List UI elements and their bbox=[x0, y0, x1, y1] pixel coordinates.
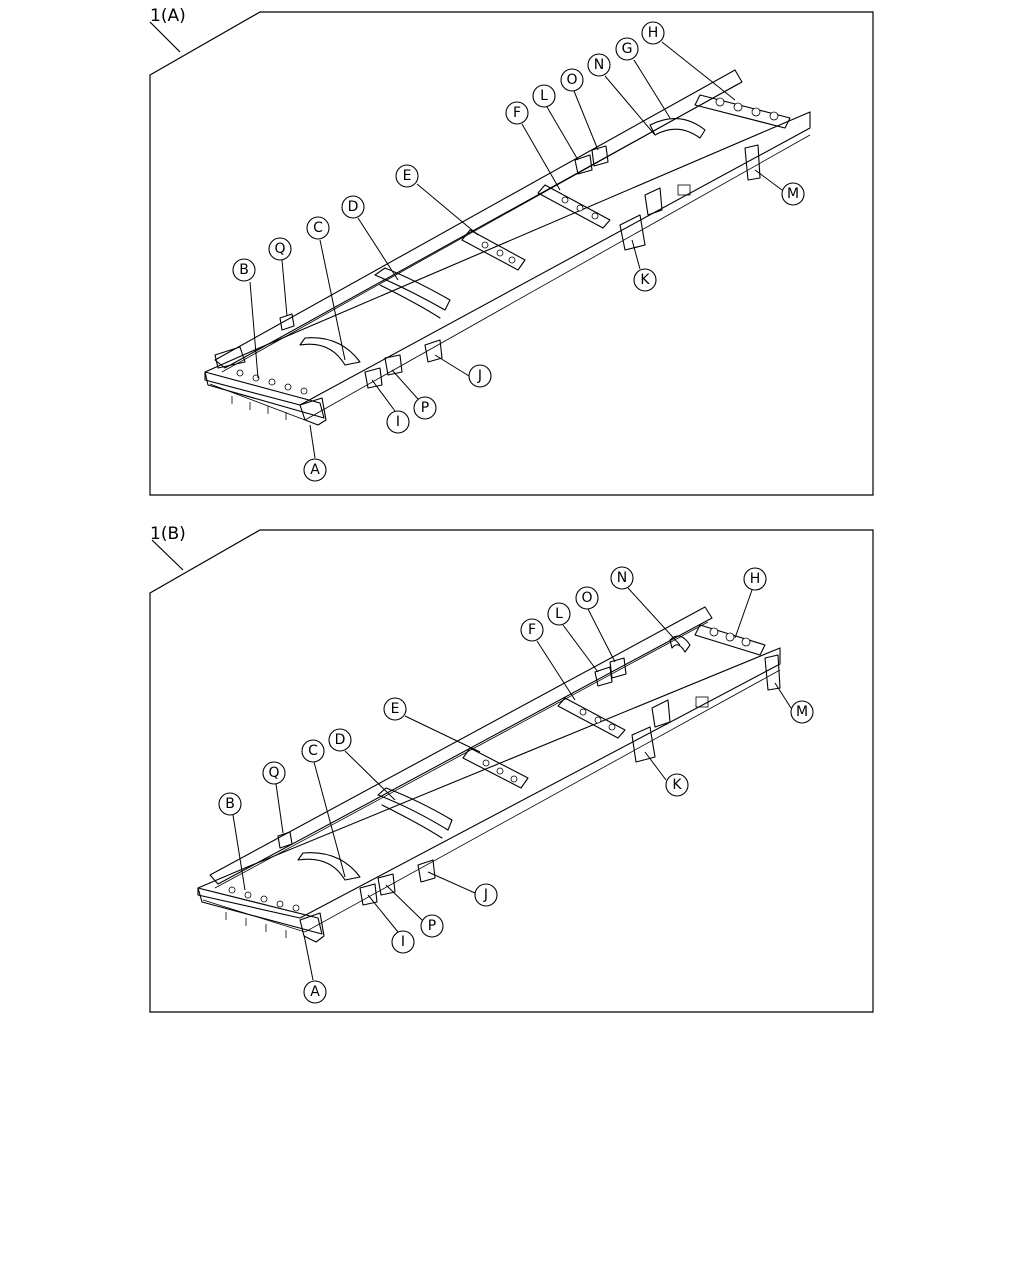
svg-text:M: M bbox=[796, 704, 808, 720]
callout-i: I bbox=[367, 894, 415, 954]
callout-p: P bbox=[385, 884, 444, 938]
callout-m: M bbox=[754, 169, 805, 206]
callout-a: A bbox=[303, 934, 327, 1004]
svg-text:C: C bbox=[313, 220, 323, 236]
callout-a: A bbox=[303, 424, 327, 482]
svg-text:K: K bbox=[672, 777, 682, 793]
svg-text:E: E bbox=[391, 701, 400, 717]
callout-e: E bbox=[383, 697, 481, 753]
svg-text:Q: Q bbox=[274, 241, 285, 257]
panel-b-border bbox=[149, 529, 874, 1013]
svg-text:F: F bbox=[528, 622, 536, 638]
callout-o: O bbox=[575, 586, 616, 663]
svg-text:N: N bbox=[594, 57, 604, 73]
svg-text:H: H bbox=[648, 25, 659, 41]
svg-text:L: L bbox=[555, 606, 563, 622]
callout-m: M bbox=[774, 682, 814, 724]
panel-b-title: 1(B) bbox=[150, 524, 186, 544]
panel-b-frame-drawing bbox=[197, 606, 781, 943]
svg-text:D: D bbox=[335, 732, 346, 748]
callout-b: B bbox=[232, 258, 259, 379]
svg-text:F: F bbox=[513, 105, 521, 121]
callout-e: E bbox=[395, 164, 479, 236]
callout-k: K bbox=[644, 751, 689, 797]
callout-o: O bbox=[560, 68, 599, 151]
callout-c: C bbox=[301, 739, 346, 878]
svg-text:E: E bbox=[403, 168, 412, 184]
callout-d: D bbox=[328, 728, 396, 801]
callout-d: D bbox=[341, 195, 399, 281]
svg-text:K: K bbox=[640, 272, 650, 288]
svg-text:P: P bbox=[428, 918, 436, 934]
callout-f: F bbox=[505, 101, 561, 191]
svg-text:C: C bbox=[308, 743, 318, 759]
svg-text:M: M bbox=[787, 186, 799, 202]
svg-text:B: B bbox=[239, 262, 249, 278]
callout-l: L bbox=[532, 84, 579, 161]
panel-a: 1(A) bbox=[149, 6, 874, 496]
svg-text:B: B bbox=[225, 796, 235, 812]
svg-text:O: O bbox=[566, 72, 577, 88]
panel-b: 1(B) bbox=[149, 524, 874, 1013]
callout-j: J bbox=[434, 354, 492, 388]
callout-q: Q bbox=[262, 761, 286, 834]
callout-i: I bbox=[371, 379, 410, 434]
svg-text:A: A bbox=[310, 984, 320, 1000]
svg-text:L: L bbox=[540, 88, 548, 104]
callout-p: P bbox=[391, 369, 437, 420]
callout-j: J bbox=[427, 871, 498, 907]
panel-b-callouts: A B C D E F H I J K L M N O P Q bbox=[218, 566, 814, 1004]
callout-h: H bbox=[641, 21, 736, 101]
svg-text:J: J bbox=[477, 368, 482, 384]
svg-text:P: P bbox=[421, 400, 429, 416]
callout-c: C bbox=[306, 216, 346, 361]
panel-a-border bbox=[149, 11, 874, 496]
callout-b: B bbox=[218, 792, 246, 891]
svg-text:H: H bbox=[750, 571, 761, 587]
callout-n: N bbox=[610, 566, 681, 646]
callout-q: Q bbox=[268, 237, 292, 317]
callout-k: K bbox=[631, 239, 657, 292]
svg-text:Q: Q bbox=[268, 765, 279, 781]
callout-l: L bbox=[547, 602, 599, 673]
svg-text:J: J bbox=[483, 887, 488, 903]
panel-a-callouts: A B C D E F G H I J K L M N O P Q bbox=[232, 21, 805, 482]
svg-text:I: I bbox=[401, 934, 405, 950]
callout-h: H bbox=[734, 567, 767, 639]
svg-text:A: A bbox=[310, 462, 320, 478]
callout-g: G bbox=[615, 37, 671, 119]
svg-text:I: I bbox=[396, 414, 400, 430]
callout-n: N bbox=[587, 53, 656, 136]
svg-text:D: D bbox=[348, 199, 359, 215]
panel-a-title: 1(A) bbox=[150, 6, 186, 26]
svg-text:G: G bbox=[622, 41, 633, 57]
panel-a-frame-drawing bbox=[204, 69, 811, 426]
callout-f: F bbox=[520, 618, 576, 701]
svg-text:N: N bbox=[617, 570, 627, 586]
svg-text:O: O bbox=[581, 590, 592, 606]
